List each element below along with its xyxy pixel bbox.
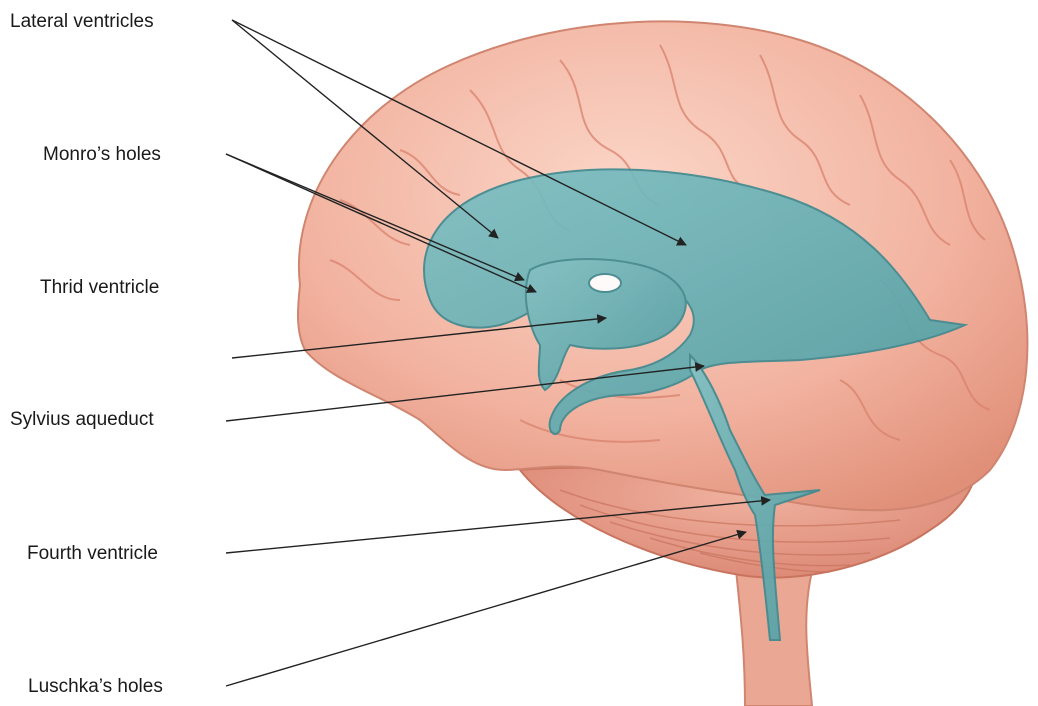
leader-luschka (226, 532, 746, 686)
label-third-ventricle: Thrid ventricle (40, 278, 159, 297)
label-luschkas-holes: Luschka’s holes (28, 677, 163, 696)
label-fourth-ventricle: Fourth ventricle (27, 544, 158, 563)
label-monros-holes: Monro’s holes (43, 145, 161, 164)
label-lateral-ventricles: Lateral ventricles (10, 12, 154, 31)
label-sylvius-aqueduct: Sylvius aqueduct (10, 410, 154, 429)
interthalamic-adhesion (589, 274, 621, 292)
